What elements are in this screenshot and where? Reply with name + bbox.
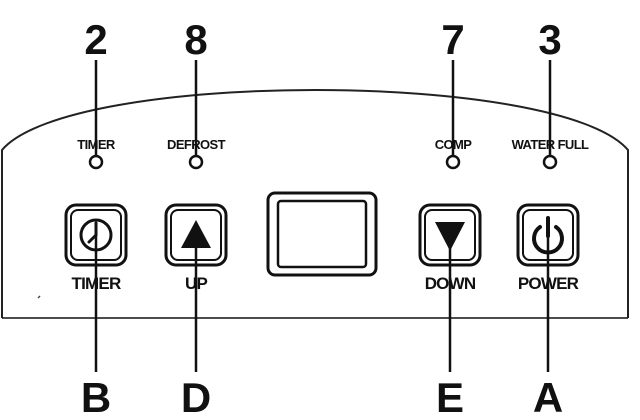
led-water-full-icon [542,154,558,170]
callout-letter-e: E [436,374,464,420]
indicator-label-defrost: DEFROST [167,137,226,152]
callout-number-2: 2 [84,16,107,63]
callout-number-3: 3 [538,16,561,63]
callout-letter-d: D [181,374,211,420]
led-defrost-icon [188,154,204,170]
indicator-label-comp: COMP [435,137,473,152]
callout-number-7: 7 [441,16,464,63]
indicator-label-water-full: WATER FULL [512,137,589,152]
led-timer-icon [88,154,104,170]
display-window [266,191,378,277]
arrow-up-icon [181,220,211,248]
led-comp-icon [445,154,461,170]
power-button[interactable] [516,203,580,267]
callout-number-8: 8 [184,16,207,63]
callout-letter-b: B [81,374,111,420]
callout-letter-a: A [533,374,563,420]
indicator-label-timer: TIMER [77,137,116,152]
stray-mark [37,295,41,299]
